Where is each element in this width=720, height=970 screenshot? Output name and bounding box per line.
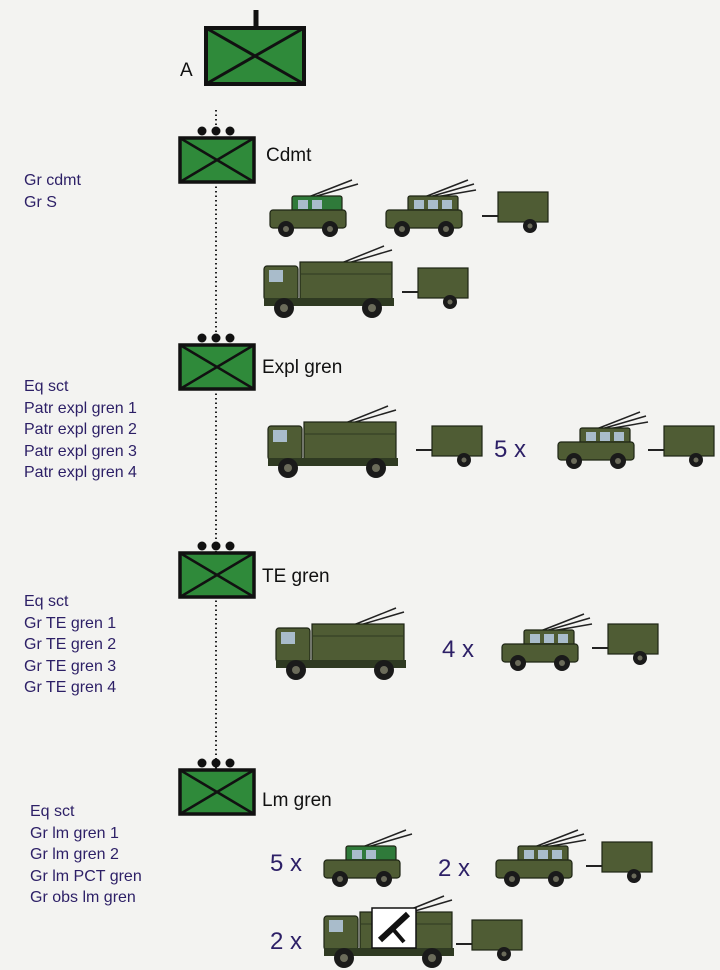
- lm-jeep: [495, 829, 587, 888]
- subunit-item: Gr TE gren 2: [24, 636, 117, 653]
- expl-gren-jeep-multiplier: 5 x: [494, 436, 527, 463]
- lm-trailer-1: [585, 841, 653, 884]
- te-jeep: [501, 613, 593, 672]
- expl-truck: [267, 405, 399, 479]
- cdmt-truck: [263, 245, 395, 319]
- te-gren-jeep-multiplier: 4 x: [442, 636, 475, 663]
- expl-gren-subunit-list: Eq sct Patr expl gren 1 Patr expl gren 2…: [24, 376, 137, 484]
- expl-gren-unit-symbol: [178, 333, 256, 391]
- subunit-item: Gr TE gren 3: [24, 657, 117, 675]
- lm-gren-unit-symbol: [178, 758, 256, 816]
- expl-gren-unit-label: Expl gren: [262, 357, 343, 378]
- cdmt-jeep-2: [385, 179, 477, 238]
- expl-jeep: [557, 411, 649, 470]
- cdmt-unit-label: Cdmt: [266, 145, 312, 166]
- cdmt-trailer-1: [481, 191, 549, 234]
- cdmt-trailer-2: [401, 267, 469, 310]
- lm-gren-truck-multiplier: 2 x: [270, 928, 303, 955]
- subunit-item: Gr lm gren 2: [30, 846, 119, 863]
- subunit-item: Patr expl gren 3: [24, 442, 137, 460]
- te-trailer: [591, 623, 659, 666]
- expl-trailer-1: [415, 425, 483, 468]
- subunit-item: Patr expl gren 4: [24, 464, 137, 481]
- lm-gren-jeep-trailer-multiplier: 2 x: [438, 855, 471, 882]
- lm-gren-unit-label: Lm gren: [262, 790, 332, 811]
- subunit-item: Eq sct: [24, 593, 69, 610]
- subunit-item: Gr S: [24, 193, 57, 211]
- cdmt-unit-symbol: [178, 126, 256, 184]
- subunit-item: Patr expl gren 2: [24, 421, 137, 438]
- te-gren-unit-symbol: [178, 541, 256, 599]
- lm-gren-jeep-green-multiplier: 5 x: [270, 850, 303, 877]
- mortar-emblem: [371, 907, 417, 949]
- expl-trailer-2: [647, 425, 715, 468]
- subunit-item: Gr lm gren 1: [30, 824, 119, 842]
- subunit-item: Gr TE gren 4: [24, 679, 117, 696]
- cdmt-subunit-list: Gr cdmt Gr S: [24, 170, 81, 213]
- hq-unit-symbol: [204, 10, 306, 86]
- subunit-item: Gr TE gren 1: [24, 614, 117, 632]
- subunit-item: Eq sct: [30, 803, 75, 820]
- subunit-item: Eq sct: [24, 378, 69, 395]
- lm-trailer-2: [455, 919, 523, 962]
- te-truck: [275, 607, 407, 681]
- te-gren-subunit-list: Eq sct Gr TE gren 1 Gr TE gren 2 Gr TE g…: [24, 591, 116, 699]
- subunit-item: Gr lm PCT gren: [30, 867, 142, 885]
- lm-gren-subunit-list: Eq sct Gr lm gren 1 Gr lm gren 2 Gr lm P…: [30, 801, 142, 909]
- hq-label: A: [180, 60, 193, 81]
- subunit-item: Gr obs lm gren: [30, 889, 136, 906]
- subunit-item: Gr cdmt: [24, 172, 81, 189]
- cdmt-jeep-1: [269, 179, 359, 238]
- te-gren-unit-label: TE gren: [262, 566, 330, 587]
- lm-jeep-green: [323, 829, 413, 888]
- subunit-item: Patr expl gren 1: [24, 399, 137, 417]
